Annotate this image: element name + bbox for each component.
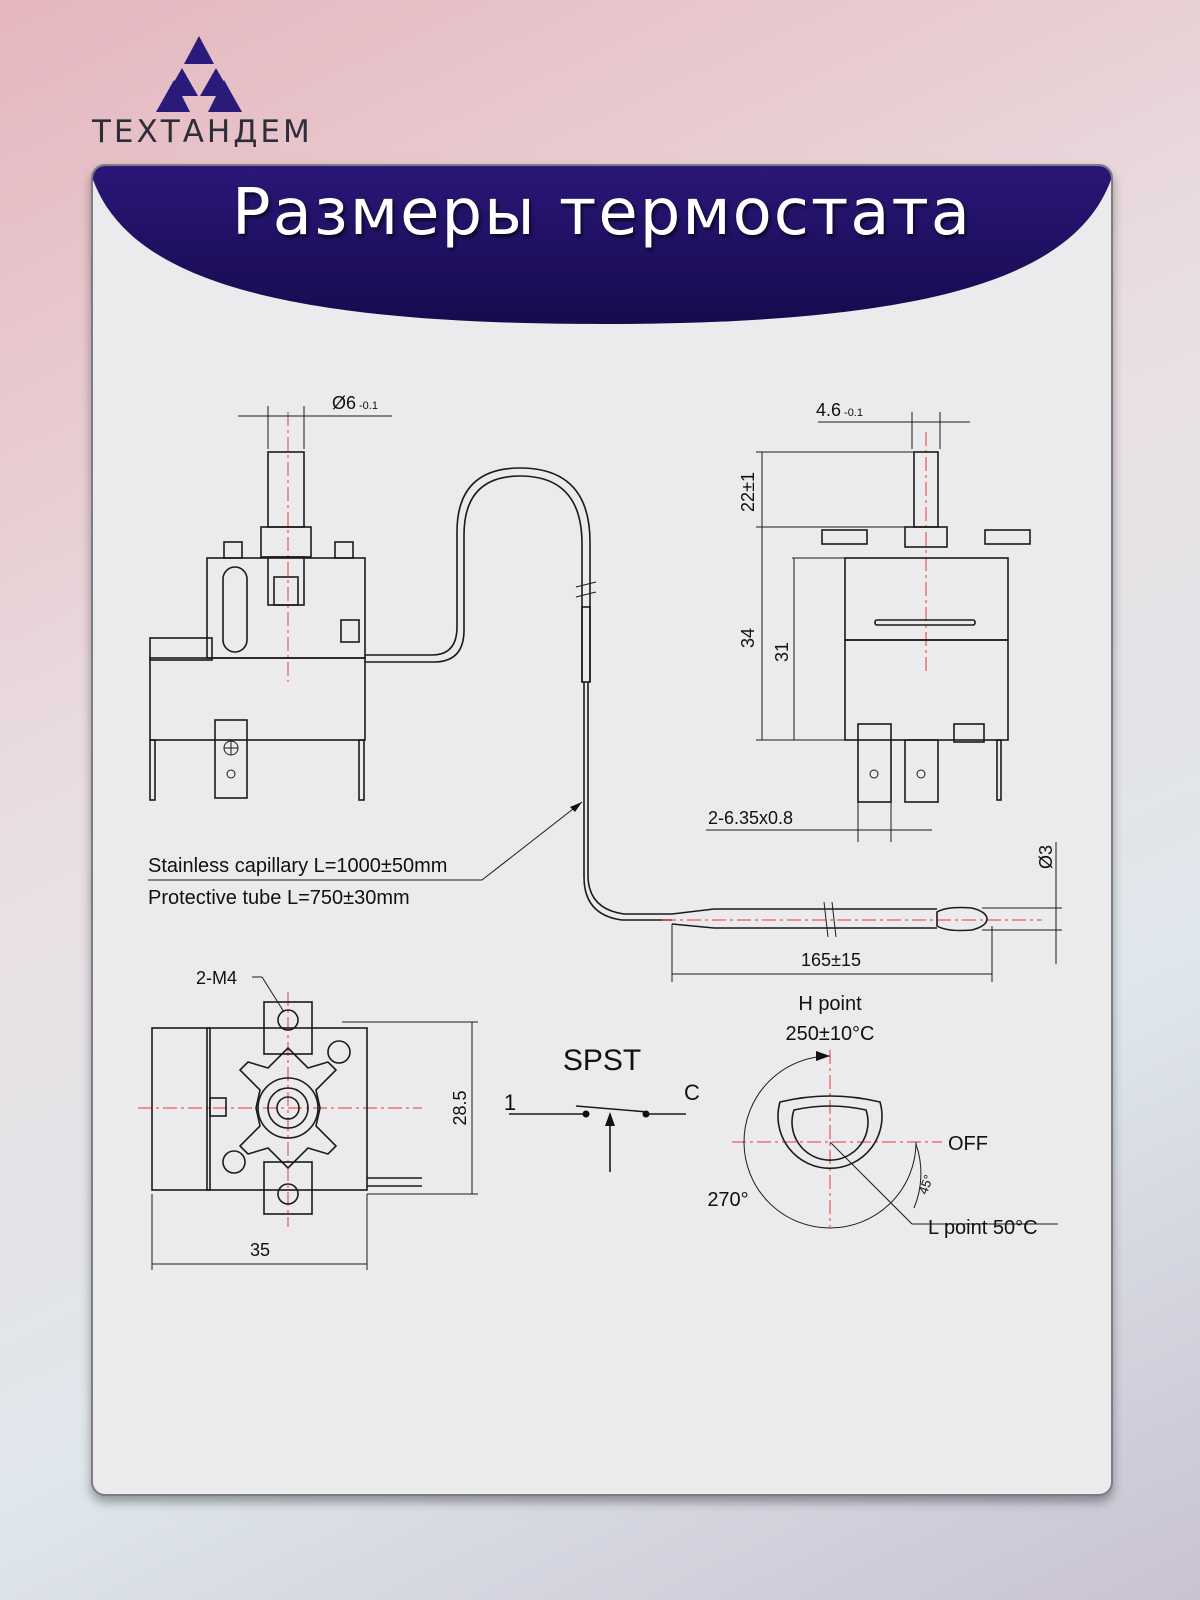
- capillary-tube: Stainless capillary L=1000±50mm Protecti…: [148, 467, 672, 921]
- spst-schematic: SPST 1 C: [504, 1044, 700, 1172]
- bottom-view: 2-M4 28.5 35: [138, 968, 478, 1270]
- shaft-width-label: 4.6-0.1: [816, 400, 863, 420]
- mount-holes-label: 2-M4: [196, 968, 237, 988]
- bottom-width-label: 35: [250, 1240, 270, 1260]
- switch-type-label: SPST: [563, 1044, 641, 1077]
- side-view: 4.6-0.1 22±1 34 31 2-6.35x0.8: [706, 400, 1031, 842]
- shaft-diameter-label: Ø6-0.1: [332, 393, 378, 413]
- bulb-diameter-label: Ø3: [1036, 845, 1056, 869]
- off-label: OFF: [948, 1133, 988, 1155]
- h-point-label: H point: [798, 993, 862, 1015]
- h-point-value: 250±10°C: [785, 1023, 874, 1045]
- brand-logo: ТЕХТАНДЕМ: [88, 36, 328, 156]
- shaft-height-label: 22±1: [738, 472, 758, 512]
- logo-triangles-icon: [156, 36, 242, 112]
- bulb-length-label: 165±15: [801, 950, 861, 970]
- terminal-size-label: 2-6.35x0.8: [708, 808, 793, 828]
- sensor-bulb: Ø3 165±15: [662, 842, 1062, 982]
- switch-pin1-label: 1: [504, 1090, 516, 1115]
- capillary-length-label: Stainless capillary L=1000±50mm: [148, 855, 447, 877]
- technical-drawing: Ø6-0.1 Stainless capillary L=1000±50mm P…: [138, 393, 1062, 1270]
- l-point-label: L point 50°C: [928, 1217, 1038, 1239]
- page-title: Размеры термостата: [232, 176, 972, 250]
- total-height-label: 34: [738, 628, 758, 648]
- dial-diagram: H point 250±10°C 270° 45° OFF L point 50…: [707, 993, 1058, 1239]
- protective-tube-label: Protective tube L=750±30mm: [148, 887, 410, 909]
- title-banner: [93, 166, 1111, 324]
- body-height-label: 31: [772, 642, 792, 662]
- bottom-height-label: 28.5: [450, 1090, 470, 1125]
- diagram-card: Размеры термостата: [91, 164, 1113, 1496]
- switch-pinC-label: C: [684, 1080, 700, 1105]
- rotation-label: 270°: [707, 1189, 748, 1211]
- angle-label: 45°: [915, 1173, 936, 1197]
- front-view: Ø6-0.1: [149, 393, 392, 801]
- brand-name: ТЕХТАНДЕМ: [92, 114, 313, 150]
